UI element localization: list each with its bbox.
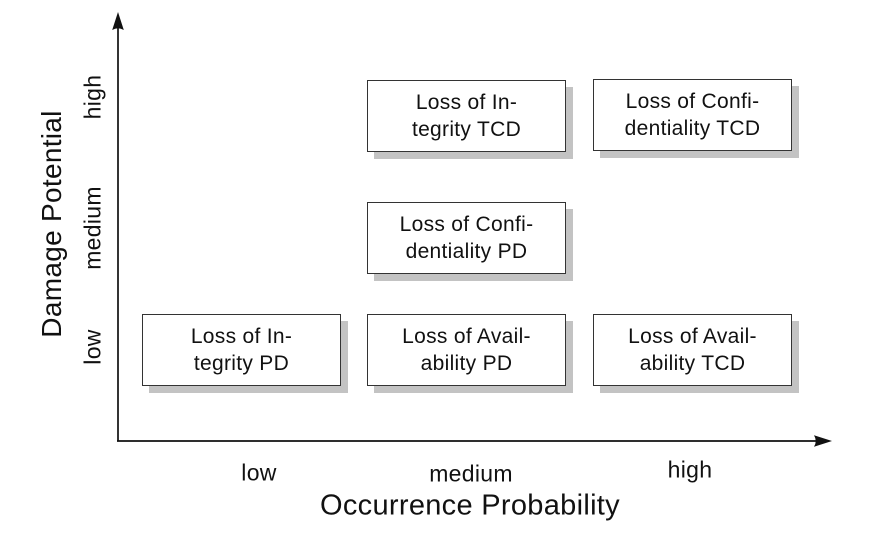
x-tick-high: high <box>667 456 713 483</box>
x-tick-low: low <box>241 459 277 486</box>
box-label-line: Loss of Avail- <box>402 325 531 348</box>
box-label-line: Loss of Confi- <box>399 213 534 236</box>
box-label-line: ability TCD <box>639 352 746 375</box>
box-label-line: Loss of Confi- <box>625 90 760 113</box>
y-axis-arrowhead-icon <box>112 12 124 30</box>
box-loss-of-availability-tcd: Loss of Avail- ability TCD <box>593 314 792 386</box>
y-tick-high: high <box>79 74 106 120</box>
box-label-line: dentiality PD <box>405 240 528 263</box>
box-loss-of-confidentiality-tcd: Loss of Confi- dentiality TCD <box>593 79 792 151</box>
box-label-line: tegrity TCD <box>411 118 522 141</box>
box-label-line: dentiality TCD <box>624 117 761 140</box>
y-tick-low: low <box>79 329 106 365</box>
box-loss-of-availability-pd: Loss of Avail- ability PD <box>367 314 566 386</box>
box-loss-of-integrity-tcd: Loss of In- tegrity TCD <box>367 80 566 152</box>
y-tick-medium: medium <box>79 186 106 270</box>
x-axis-arrowhead-icon <box>814 435 832 447</box>
box-label-line: tegrity PD <box>193 352 290 375</box>
box-loss-of-confidentiality-pd: Loss of Confi- dentiality PD <box>367 202 566 274</box>
box-loss-of-integrity-pd: Loss of In- tegrity PD <box>142 314 341 386</box>
box-label-line: Loss of Avail- <box>628 325 757 348</box>
box-label-line: Loss of In- <box>415 91 518 114</box>
box-label-line: Loss of In- <box>190 325 293 348</box>
x-axis-title: Occurrence Probability <box>320 489 620 522</box>
x-tick-medium: medium <box>429 460 513 487</box>
box-label-line: ability PD <box>420 352 513 375</box>
y-axis-title: Damage Potential <box>36 110 67 338</box>
